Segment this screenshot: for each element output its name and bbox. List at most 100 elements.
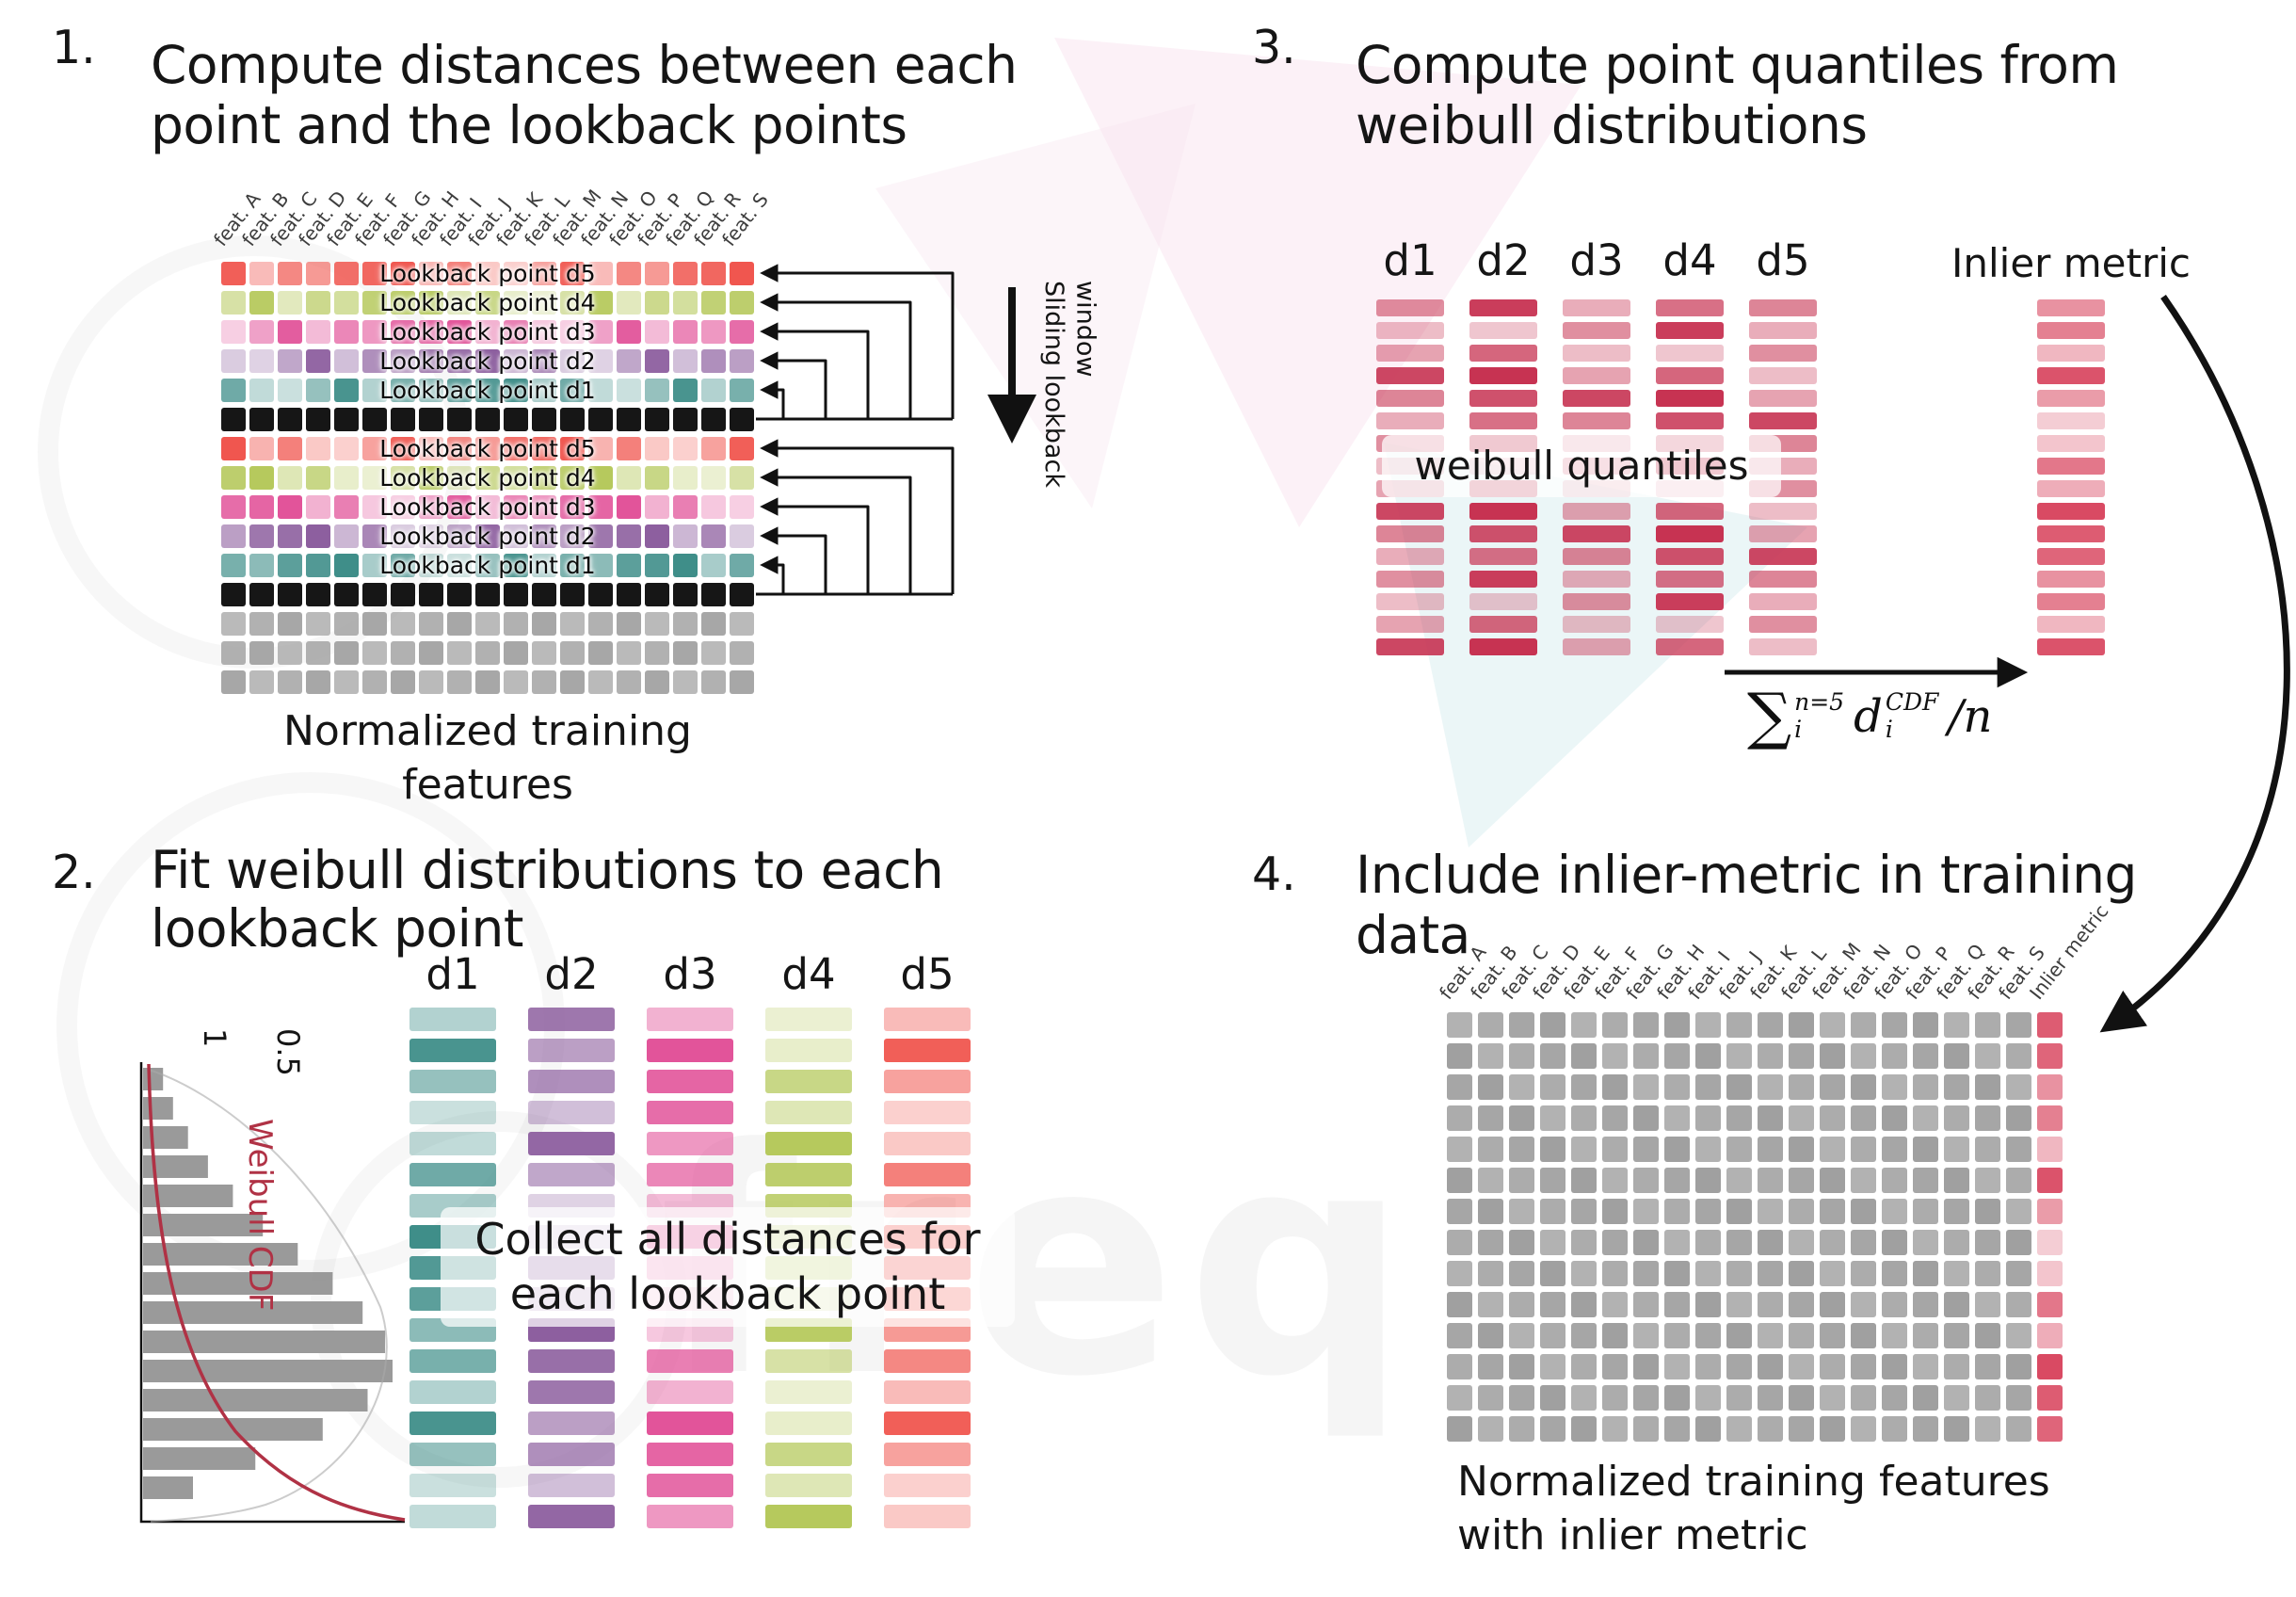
feature-cell [221,670,246,694]
feature-cell [249,524,274,548]
feature-cell [1695,1012,1721,1038]
feature-cell [1758,1354,1783,1379]
quantile-bar [1469,503,1537,520]
feature-cell [1571,1354,1597,1379]
feature-cell [1540,1292,1565,1317]
quantile-bar [1656,548,1724,565]
sigma-upper-limit: n=5 [1794,688,1845,717]
feature-cell [560,495,585,519]
distance-bar [528,1505,615,1528]
feature-cell [532,670,556,694]
feature-cell [475,349,500,373]
feature-cell [1758,1261,1783,1286]
feature-cell [1726,1385,1752,1411]
feature-cell [249,466,274,490]
feature-cell [1664,1230,1690,1255]
feature-cell [673,495,698,519]
feature-cell [1882,1074,1907,1100]
quantile-column-header: d4 [1662,235,1717,285]
feature-cell [334,583,359,606]
feature-cell [2006,1292,2031,1317]
feature-cell [1851,1416,1876,1442]
feature-cell [1571,1261,1597,1286]
feature-cell [701,379,726,402]
feature-cell [617,641,641,665]
feature-cell [1913,1261,1938,1286]
feature-cell [1975,1105,2000,1131]
feature-cell [1509,1354,1534,1379]
feature-cell [334,612,359,636]
feature-cell [1571,1416,1597,1442]
feature-cell [1851,1354,1876,1379]
feature-cell [447,349,472,373]
feature-cell [701,437,726,460]
feature-cell [730,291,754,315]
panel1-title-line1: Compute distances between each [151,35,1018,95]
feature-cell [1447,1074,1472,1100]
feature-cell [1509,1105,1534,1131]
quantile-bar [1469,412,1537,429]
inlier-metric-cell [2037,1012,2063,1038]
quantile-bar [1656,616,1724,633]
feature-cell [1633,1385,1659,1411]
feature-cell [1975,1012,2000,1038]
feature-cell [1447,1292,1472,1317]
feature-cell [221,349,246,373]
distance-bar [647,1070,733,1093]
panel2-overlay-line2: each lookback point [509,1267,946,1319]
feature-cell [1913,1292,1938,1317]
feature-cell [1975,1168,2000,1193]
feature-cell [1789,1074,1814,1100]
quantile-bar [1656,571,1724,588]
feature-cell [278,437,302,460]
feature-cell [1664,1199,1690,1224]
feature-cell [560,583,585,606]
feature-cell [532,320,556,344]
quantile-bar [1376,616,1444,633]
feature-cell [475,524,500,548]
feature-cell [1882,1385,1907,1411]
feature-cell [1633,1261,1659,1286]
feature-cell [1695,1199,1721,1224]
feature-cell [249,320,274,344]
feature-cell [1944,1230,1969,1255]
feature-cell [1447,1385,1472,1411]
panel2-title-line1: Fit weibull distributions to each [151,840,944,900]
feature-cell [475,612,500,636]
feature-cell [1726,1323,1752,1348]
quantile-bar [1656,503,1724,520]
feature-cell [1509,1230,1534,1255]
feature-cell [278,349,302,373]
feature-cell [1664,1323,1690,1348]
feature-cell [1913,1230,1938,1255]
feature-cell [1447,1012,1472,1038]
feature-cell [1944,1261,1969,1286]
feature-cell [1695,1323,1721,1348]
feature-cell [419,408,443,431]
panel1-number: 1. [52,21,96,74]
distance-bar [647,1163,733,1186]
quantile-bar [1656,367,1724,384]
feature-cell [730,437,754,460]
feature-cell [532,641,556,665]
feature-cell [1571,1292,1597,1317]
feature-cell [221,320,246,344]
feature-cell [1851,1230,1876,1255]
feature-cell [1447,1323,1472,1348]
feature-cell [673,349,698,373]
panel2-number: 2. [52,846,96,899]
feature-cell [475,291,500,315]
distance-bar [765,1101,852,1124]
panel4-title-line2: data [1356,904,1470,965]
feature-cell [730,262,754,285]
feature-cell [645,408,669,431]
histogram-bar [143,1476,193,1499]
quantile-bar [1376,390,1444,407]
feature-cell [2006,1230,2031,1255]
quantile-bar [1376,593,1444,610]
feature-cell [1882,1230,1907,1255]
feature-cell [1509,1323,1534,1348]
feature-cell [419,554,443,577]
feature-cell [249,262,274,285]
